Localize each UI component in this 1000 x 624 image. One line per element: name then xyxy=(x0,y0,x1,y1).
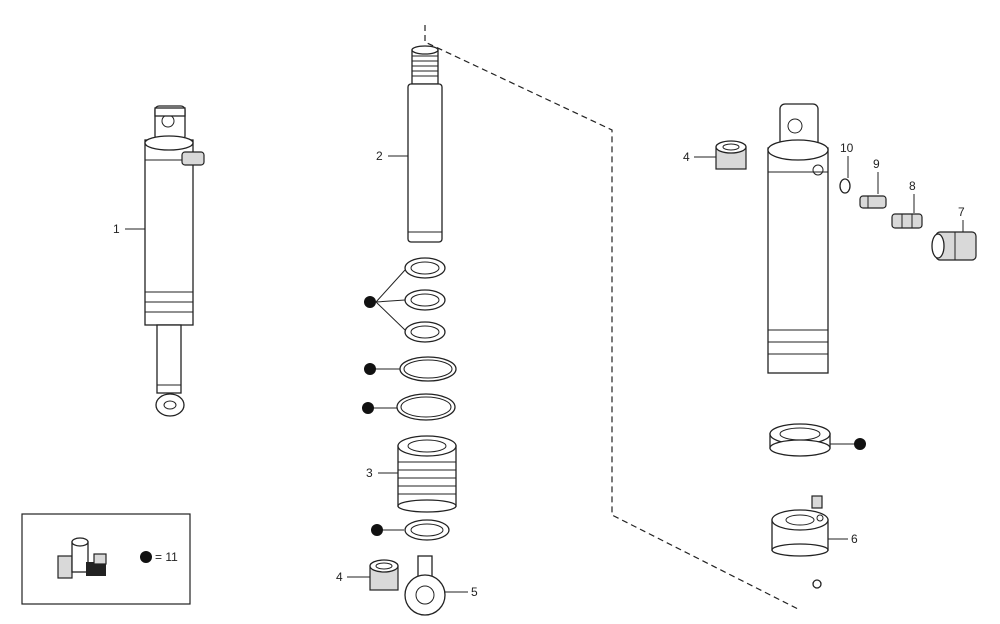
o-ring-1[interactable] xyxy=(399,356,457,382)
o-ring-2[interactable] xyxy=(396,393,456,421)
kit-marker-dot xyxy=(371,524,383,536)
part-8-valve[interactable] xyxy=(891,213,923,229)
callout-9: 9 xyxy=(873,157,880,171)
seal-kit-icon xyxy=(57,537,107,579)
callout-10: 10 xyxy=(840,141,854,155)
kit-marker-dot xyxy=(362,402,374,414)
assembly-dashed-line xyxy=(424,25,801,611)
legend-box: = 11 xyxy=(21,513,191,605)
part-6-gland-nut[interactable] xyxy=(771,495,829,589)
part-7-cap-nut[interactable] xyxy=(931,231,977,261)
part-2-piston-rod[interactable] xyxy=(407,45,443,243)
o-ring-3[interactable] xyxy=(404,519,450,541)
part-9-fitting[interactable] xyxy=(859,195,887,209)
kit-marker-dot xyxy=(854,438,866,450)
part-4-bushing-right[interactable] xyxy=(715,140,747,170)
callout-1: 1 xyxy=(113,222,120,236)
cylinder-barrel[interactable] xyxy=(767,103,829,374)
callout-6: 6 xyxy=(851,532,858,546)
part-1-cylinder-assembly[interactable] xyxy=(144,105,205,417)
kit-marker-dot xyxy=(364,296,376,308)
callout-2: 2 xyxy=(376,149,383,163)
callout-4-center: 4 xyxy=(336,570,343,584)
callout-8: 8 xyxy=(909,179,916,193)
part-3-piston[interactable] xyxy=(397,435,457,513)
legend-kit-label: = 11 xyxy=(155,550,178,564)
callout-7: 7 xyxy=(958,205,965,219)
callout-4-right: 4 xyxy=(683,150,690,164)
kit-marker-leaders xyxy=(375,269,406,331)
seal-rings-upper[interactable] xyxy=(404,257,446,343)
wiper-ring-right[interactable] xyxy=(769,423,831,457)
part-4-bushing-center[interactable] xyxy=(369,559,399,591)
part-5-rod-eye[interactable] xyxy=(404,555,446,616)
callout-5: 5 xyxy=(471,585,478,599)
callout-3: 3 xyxy=(366,466,373,480)
kit-marker-dot xyxy=(140,551,152,563)
part-10-washer[interactable] xyxy=(839,178,851,194)
kit-marker-dot xyxy=(364,363,376,375)
